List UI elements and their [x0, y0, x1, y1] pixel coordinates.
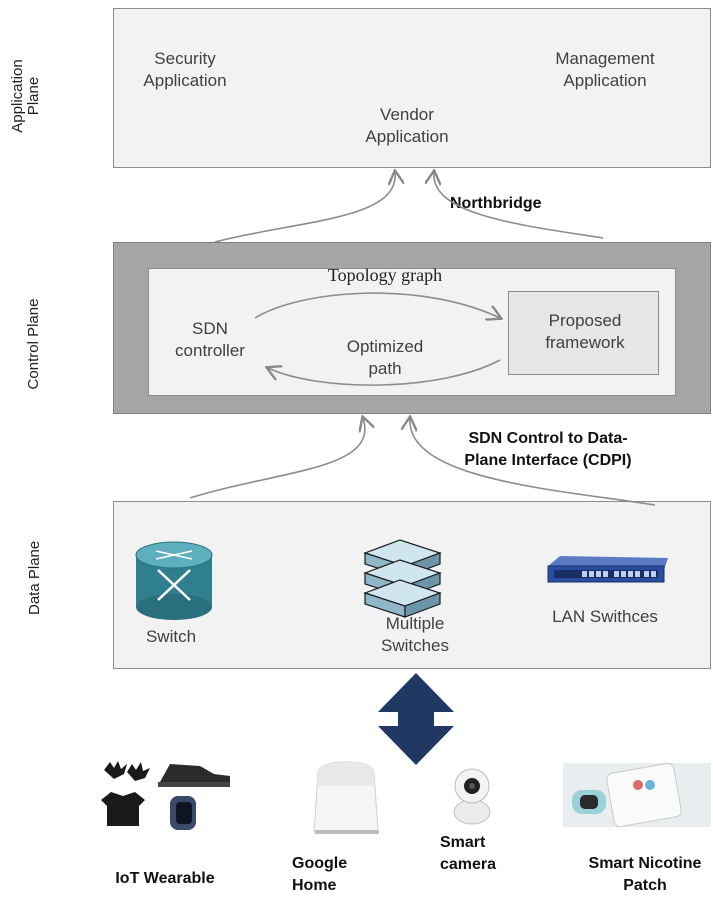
smart-nicotine-label: Smart Nicotine Patch [588, 855, 702, 894]
northbridge-arrow-left [214, 172, 395, 243]
proposed-framework: Proposed framework [545, 311, 625, 352]
iot-wearable-image [101, 761, 230, 830]
iot-wearable-label: IoT Wearable [115, 870, 215, 887]
smart-camera-image [453, 768, 491, 825]
topology-graph-label: Topology graph [327, 265, 443, 285]
cdpi-arrow-left [189, 418, 365, 499]
application-plane-label: Application Plane [9, 59, 42, 133]
data-plane-label: Data Plane [26, 540, 43, 615]
google-home-label: Google Home [292, 855, 348, 894]
sdn-controller: SDN controller [175, 319, 245, 360]
nicotine-patch-image [563, 762, 711, 828]
security-application: Security Application [143, 49, 227, 90]
optimized-path: Optimized path [346, 337, 424, 378]
switch-label: Switch [145, 627, 197, 646]
bidirectional-arrow [378, 673, 454, 765]
google-home-image [313, 761, 379, 834]
control-plane-label: Control Plane [25, 298, 42, 390]
lan-switches-label: LAN Swithces [552, 607, 658, 626]
cdpi-label: SDN Control to Data-Plane Interface (CDP… [464, 430, 632, 469]
management-application: Management Application [555, 49, 655, 90]
vendor-application: Vendor Application [365, 105, 449, 146]
proposed-framework-box [508, 291, 659, 375]
northbridge-label: Northbridge [450, 195, 542, 212]
application-plane-box [113, 8, 711, 168]
smart-camera-label: Smart camera [440, 834, 497, 873]
multiple-switches-label: Multiple Switches [380, 614, 450, 655]
